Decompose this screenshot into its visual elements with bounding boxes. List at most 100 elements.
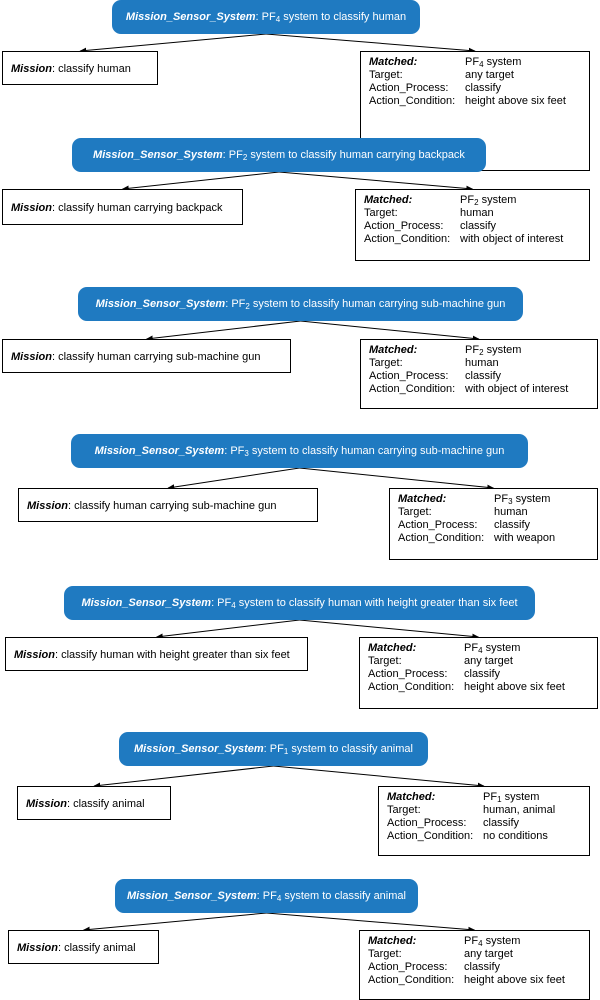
matched-row: Matched:PF2 system	[364, 194, 581, 207]
mission-sensor-system-node[interactable]: Mission_Sensor_System: PF2 system to cla…	[78, 287, 523, 321]
mission-box[interactable]: Mission: classify human	[2, 51, 158, 85]
target-row-key: Target:	[369, 69, 403, 81]
matched-row-key: Matched:	[387, 791, 436, 803]
action-condition-row-key: Action_Condition:	[369, 383, 456, 395]
arrow-to-mission	[155, 619, 300, 640]
mission-box[interactable]: Mission: classify human with height grea…	[5, 637, 308, 671]
mission-sensor-system-node[interactable]: Mission_Sensor_System: PF3 system to cla…	[71, 434, 528, 468]
matched-system-value: PF4 system	[465, 56, 521, 69]
target-row-key: Target:	[398, 506, 432, 518]
target-row-key: Target:	[368, 948, 402, 960]
pf-subscript: 3	[508, 497, 513, 506]
pf-prefix: PF	[460, 194, 475, 206]
node-text: system to classify human carrying sub-ma…	[248, 445, 505, 457]
action-condition-row-key: Action_Condition:	[369, 95, 456, 107]
mission-box[interactable]: Mission: classify animal	[8, 930, 159, 964]
node-text: system to classify animal	[281, 890, 406, 902]
target-row: Target:human	[398, 506, 589, 519]
action-process-row-key: Action_Process:	[398, 519, 478, 531]
matched-system-value: PF1 system	[483, 791, 539, 804]
pf-prefix: PF	[465, 344, 480, 356]
mission-label: Mission	[14, 649, 55, 661]
pf-prefix: PF	[483, 791, 498, 803]
action-process-row: Action_Process:classify	[364, 220, 581, 233]
action-process-row-key: Action_Process:	[387, 817, 467, 829]
pf-subscript: 2	[242, 153, 248, 162]
target-row-value: human	[460, 207, 494, 219]
action-process-row-key: Action_Process:	[368, 668, 448, 680]
action-condition-row: Action_Condition:no conditions	[387, 830, 581, 843]
action-condition-row: Action_Condition:height above six feet	[368, 681, 589, 694]
target-row: Target:any target	[368, 655, 589, 668]
action-process-row: Action_Process:classify	[387, 817, 581, 830]
matched-system-value: PF2 system	[465, 344, 521, 357]
matched-row: Matched: PF4 system	[368, 935, 581, 948]
node-text-prefix: : PF	[256, 890, 277, 902]
target-row-value: any target	[464, 948, 513, 960]
matched-row-key: Matched:	[398, 493, 447, 505]
action-condition-row: Action_Condition: with object of interest	[369, 383, 589, 396]
node-label: Mission_Sensor_System	[93, 149, 223, 161]
system-suffix: system	[482, 642, 521, 654]
action-condition-row-value: with object of interest	[465, 383, 569, 395]
mission-text: : classify human carrying sub-machine gu…	[67, 500, 277, 512]
matched-system-value: PF4 system	[464, 935, 520, 948]
pf-subscript: 2	[474, 198, 479, 207]
node-text-prefix: : PF	[225, 298, 246, 310]
node-label: Mission_Sensor_System	[94, 445, 225, 457]
arrow-to-matched	[278, 171, 474, 192]
action-process-row: Action_Process:classify	[398, 519, 589, 532]
mission-text: : classify human carrying sub-machine gu…	[51, 351, 261, 363]
mission-sensor-system-node[interactable]: Mission_Sensor_System: PF1 system to cla…	[119, 732, 428, 766]
action-condition-row-key: Action_Condition:	[368, 681, 455, 693]
mission-label: Mission	[17, 942, 58, 954]
target-row-key: Target:	[368, 655, 402, 667]
target-row: Target:human	[369, 357, 589, 370]
matched-row-key: Matched:	[368, 935, 417, 947]
action-condition-row: Action_Condition:height above six feet	[368, 974, 581, 987]
pf-subscript: 4	[231, 601, 236, 610]
action-process-row-value: classify	[465, 370, 502, 382]
target-row-key: Target:	[364, 207, 398, 219]
action-condition-row-value: height above six feet	[464, 974, 565, 986]
mission-box[interactable]: Mission: classify human carrying sub-mac…	[2, 339, 291, 373]
action-condition-row-value: with weapon	[494, 532, 556, 544]
target-row-value: human	[465, 357, 499, 369]
node-label: Mission_Sensor_System	[95, 298, 226, 310]
pf-prefix: PF	[465, 56, 480, 68]
action-condition-row-key: Action_Condition:	[364, 233, 451, 245]
pf-subscript: 3	[244, 449, 249, 458]
mission-sensor-system-node[interactable]: Mission_Sensor_System: PF4 system to cla…	[115, 879, 418, 913]
mission-box[interactable]: Mission: classify human carrying sub-mac…	[18, 488, 318, 522]
action-condition-row: Action_Condition:height above six feet	[369, 95, 581, 108]
matched-row-key: Matched:	[368, 642, 417, 654]
pf-subscript: 2	[245, 302, 250, 311]
node-text-prefix: : PF	[224, 445, 245, 457]
matched-row: Matched:PF4 system	[368, 642, 589, 655]
system-suffix: system	[512, 493, 551, 505]
mission-label: Mission	[11, 351, 52, 363]
mission-text: : classify human carrying backpack	[51, 202, 223, 214]
action-condition-row-key: Action_Condition:	[387, 830, 474, 842]
mission-box[interactable]: Mission: classify animal	[17, 786, 171, 820]
mission-text: : classify human with height greater tha…	[54, 649, 290, 661]
mission-sensor-system-node[interactable]: Mission_Sensor_System: PF4 system to cla…	[112, 0, 420, 34]
pf-subscript: 4	[275, 15, 281, 24]
target-row: Target: human	[364, 207, 581, 220]
node-text-prefix: : PF	[263, 743, 284, 755]
mission-sensor-system-node[interactable]: Mission_Sensor_System: PF4 system to cla…	[64, 586, 535, 620]
action-condition-row: Action_Condition:with object of interest	[364, 233, 581, 246]
mission-label: Mission	[11, 202, 52, 214]
system-suffix: system	[482, 935, 521, 947]
mission-sensor-system-node[interactable]: Mission_Sensor_System: PF2 system to cla…	[72, 138, 486, 172]
target-row: Target: any target	[368, 948, 581, 961]
mission-box[interactable]: Mission: classify human carrying backpac…	[2, 189, 243, 225]
action-process-row-value: classify	[465, 82, 502, 94]
